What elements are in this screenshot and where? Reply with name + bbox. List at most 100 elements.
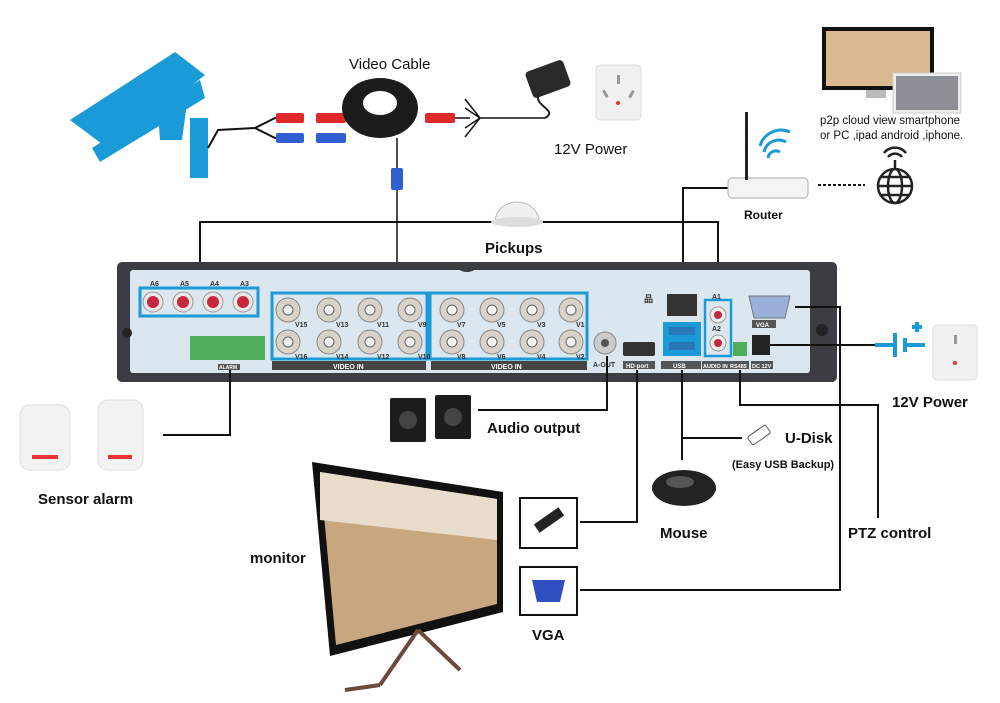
dc12v-jack xyxy=(752,335,770,355)
video-in-strip-2 xyxy=(431,361,587,370)
usb-strip xyxy=(661,361,701,369)
audio-in-ports xyxy=(142,291,254,313)
bnc-port-center xyxy=(404,336,416,348)
port-label-a6: A6 xyxy=(150,281,159,288)
video-in-strip-1 xyxy=(272,361,426,370)
rca-connector-icon xyxy=(276,113,304,123)
port-label-v12: V12 xyxy=(377,354,390,361)
port-label-v9: V9 xyxy=(418,322,427,329)
camera-cable xyxy=(207,127,256,149)
router-icon xyxy=(727,112,809,199)
video-port-labels: V15 V13 V11 V9 V7 V5 V3 V1 V16 V14 V12 V… xyxy=(295,322,585,361)
video-in-group-1 xyxy=(270,291,429,361)
pickup-microphone-icon xyxy=(491,201,543,227)
bnc-port-center xyxy=(446,336,458,348)
a1-label: A1 xyxy=(712,294,721,301)
router-label: Router xyxy=(744,208,783,222)
power-top-label: 12V Power xyxy=(554,141,627,158)
monitor-image xyxy=(312,462,503,692)
hdmi-plug-icon xyxy=(533,507,565,533)
bnc-port-center xyxy=(282,336,294,348)
video-cable-label: Video Cable xyxy=(349,56,430,73)
audio-out-cable xyxy=(478,356,608,411)
u-disk-label: U-Disk xyxy=(785,430,833,447)
audio-in-group xyxy=(138,286,260,318)
video-in-group-2 xyxy=(428,291,589,361)
port-label-v13: V13 xyxy=(336,322,349,329)
vga-port xyxy=(748,295,791,319)
monitor-label: monitor xyxy=(250,550,306,567)
p2p-devices-image xyxy=(822,27,962,114)
pir-sensor-icons xyxy=(19,399,144,471)
port-label-v8: V8 xyxy=(457,354,466,361)
port-label-a4: A4 xyxy=(210,281,219,288)
wifi-icon xyxy=(758,128,791,159)
port-label-v16: V16 xyxy=(295,354,308,361)
video-in-label-2: VIDEO IN xyxy=(491,364,522,371)
wall-outlet-icon xyxy=(932,324,978,381)
bnc-port-center xyxy=(364,336,376,348)
dc12v-label: DC 12V xyxy=(752,364,772,370)
audio-in-label: AUDIO IN xyxy=(703,364,728,370)
bnc-port-center xyxy=(565,304,577,316)
globe-icon xyxy=(876,146,914,205)
bnc-port-center xyxy=(486,336,498,348)
port-label-v7: V7 xyxy=(457,322,466,329)
usb-cable xyxy=(681,370,742,460)
hd-port-strip xyxy=(623,361,655,369)
video-in-label-1: VIDEO IN xyxy=(333,364,364,371)
p2p-text-line1: p2p cloud view smartphone xyxy=(820,115,960,127)
bnc-port-center xyxy=(526,336,538,348)
usb-drive-icon xyxy=(747,424,771,446)
bnc-port-center xyxy=(446,304,458,316)
video-cable-spool-icon xyxy=(342,78,418,138)
alarm-terminal-block xyxy=(190,336,265,360)
hd-port-label: HD-port xyxy=(626,364,648,370)
dc-power-symbol-icon xyxy=(875,322,925,357)
bnc-connector-icon xyxy=(276,133,304,143)
port-label-v15: V15 xyxy=(295,322,308,329)
rs485-terminal xyxy=(733,342,747,356)
hdmi-port xyxy=(623,342,655,356)
port-label-v1: V1 xyxy=(576,322,585,329)
alarm-label: ALARM xyxy=(219,365,237,371)
bnc-port-center xyxy=(323,336,335,348)
audio-in-a1-a2-group xyxy=(703,298,733,358)
wall-outlet-icon xyxy=(595,64,642,121)
a-out-label: A-OUT xyxy=(593,362,616,369)
power-splitter-cable xyxy=(455,98,545,138)
bnc-connector-icon xyxy=(316,133,346,143)
port-label-v6: V6 xyxy=(497,354,506,361)
bnc-port-center xyxy=(323,304,335,316)
pickup-cable xyxy=(199,221,719,290)
usb-label: USB xyxy=(673,364,686,370)
vga-label: VGA xyxy=(532,627,565,644)
port-label-a5: A5 xyxy=(180,281,189,288)
mouse-label: Mouse xyxy=(660,525,708,542)
mouse-icon xyxy=(652,470,716,506)
rs485-label: RS485 xyxy=(730,364,747,370)
lan-cable xyxy=(682,187,732,292)
rca-connector-icon xyxy=(425,113,455,123)
rca-connector-icon xyxy=(316,113,346,123)
speakers-icon xyxy=(390,395,471,442)
audio-output-label: Audio output xyxy=(487,420,580,437)
port-label-v4: V4 xyxy=(537,354,546,361)
sensor-alarm-label: Sensor alarm xyxy=(38,491,133,508)
port-label-v5: V5 xyxy=(497,322,506,329)
bnc-port-center xyxy=(526,304,538,316)
a2-port xyxy=(714,339,722,347)
bnc-port-center xyxy=(282,304,294,316)
bnc-port-center xyxy=(404,304,416,316)
ptz-control-label: PTZ control xyxy=(848,525,931,542)
bnc-port-center xyxy=(364,304,376,316)
a1-port xyxy=(714,311,722,319)
port-label-v14: V14 xyxy=(336,354,349,361)
bnc-plug-icon xyxy=(391,168,403,190)
alarm-cable xyxy=(163,370,231,436)
port-label-v10: V10 xyxy=(418,354,431,361)
alarm-strip xyxy=(218,364,240,370)
network-icon: 品 xyxy=(644,294,653,304)
